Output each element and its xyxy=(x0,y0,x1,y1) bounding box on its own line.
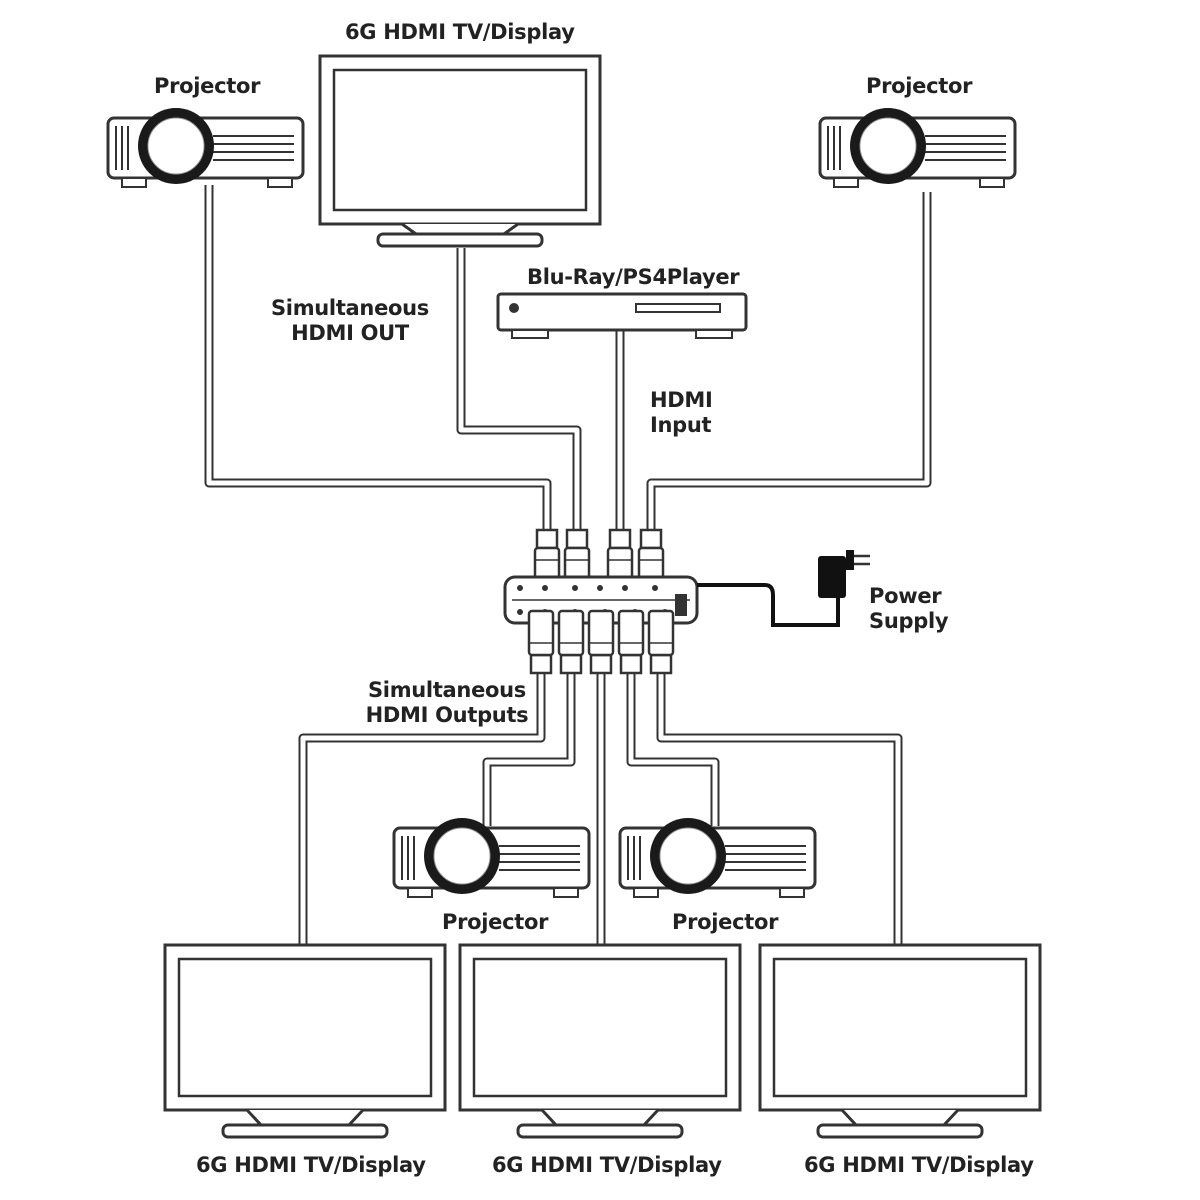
output-connectors xyxy=(527,609,675,675)
display-bottom-left xyxy=(163,943,447,1139)
top-display-label: 6G HDMI TV/Display xyxy=(345,20,575,44)
simultaneous-out-line1: Simultaneous xyxy=(270,296,430,320)
projector-top-left xyxy=(106,106,305,189)
projector-top-right xyxy=(818,106,1017,189)
outputs-line1: Simultaneous xyxy=(367,678,527,702)
display-bottom-right-label: 6G HDMI TV/Display xyxy=(804,1153,1034,1177)
projector-top-right-label: Projector xyxy=(866,74,973,98)
power-supply xyxy=(697,550,870,627)
bluray-label: Blu-Ray/PS4Player xyxy=(527,265,740,289)
projector-bottom-left xyxy=(392,816,591,899)
hdmi-input-label: HDMI Input xyxy=(650,388,713,438)
display-bottom-center-label: 6G HDMI TV/Display xyxy=(492,1153,722,1177)
projector-bottom-left-label: Projector xyxy=(442,910,549,934)
display-bottom-left-label: 6G HDMI TV/Display xyxy=(196,1153,426,1177)
power-supply-label: Power Supply xyxy=(869,584,949,634)
top-display xyxy=(318,54,602,248)
hdmi-input-line1: HDMI xyxy=(650,388,713,412)
power-line1: Power xyxy=(869,584,942,608)
hdmi-input-line2: Input xyxy=(650,413,712,437)
bluray-player xyxy=(496,292,748,339)
outputs-line2: HDMI Outputs xyxy=(365,703,529,727)
projector-bottom-right-label: Projector xyxy=(672,910,779,934)
hdmi-cables xyxy=(204,185,932,946)
display-bottom-center xyxy=(458,943,742,1139)
simultaneous-outputs-label: Simultaneous HDMI Outputs xyxy=(362,678,532,728)
simultaneous-out-line2: HDMI OUT xyxy=(291,321,409,345)
simultaneous-out-label: Simultaneous HDMI OUT xyxy=(270,296,430,346)
power-line2: Supply xyxy=(869,609,949,633)
display-bottom-right xyxy=(758,943,1042,1139)
projector-bottom-right xyxy=(618,816,817,899)
projector-top-left-label: Projector xyxy=(154,74,261,98)
